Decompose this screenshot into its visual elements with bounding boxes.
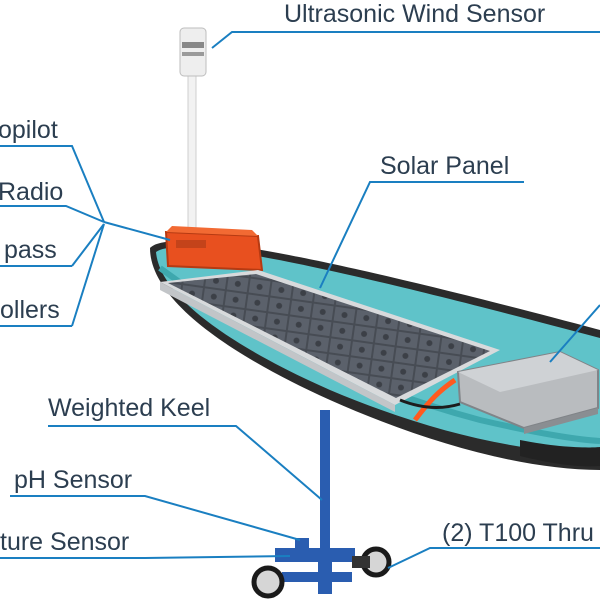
- leader-lines: [0, 31, 600, 569]
- orange-electronics-case: [164, 226, 264, 272]
- controllers-label: ollers: [0, 296, 60, 324]
- ph-sensor-label: pH Sensor: [14, 466, 133, 494]
- temperature-sensor-label: ture Sensor: [0, 528, 130, 556]
- solar-panel-drawing: [160, 270, 500, 412]
- weighted-keel-label: Weighted Keel: [48, 394, 211, 422]
- autopilot-label: opilot: [0, 116, 58, 144]
- weighted-keel-drawing: [251, 410, 392, 599]
- wind-sensor-mast: [179, 27, 207, 233]
- compass-label: pass: [4, 236, 57, 264]
- gray-electronics-case: [456, 350, 599, 434]
- wind-sensor-label: Ultrasonic Wind Sensor: [284, 0, 546, 28]
- radio-label: Radio: [0, 178, 64, 206]
- thrusters-label: (2) T100 Thru: [442, 519, 594, 547]
- solar-panel-label: Solar Panel: [380, 152, 510, 180]
